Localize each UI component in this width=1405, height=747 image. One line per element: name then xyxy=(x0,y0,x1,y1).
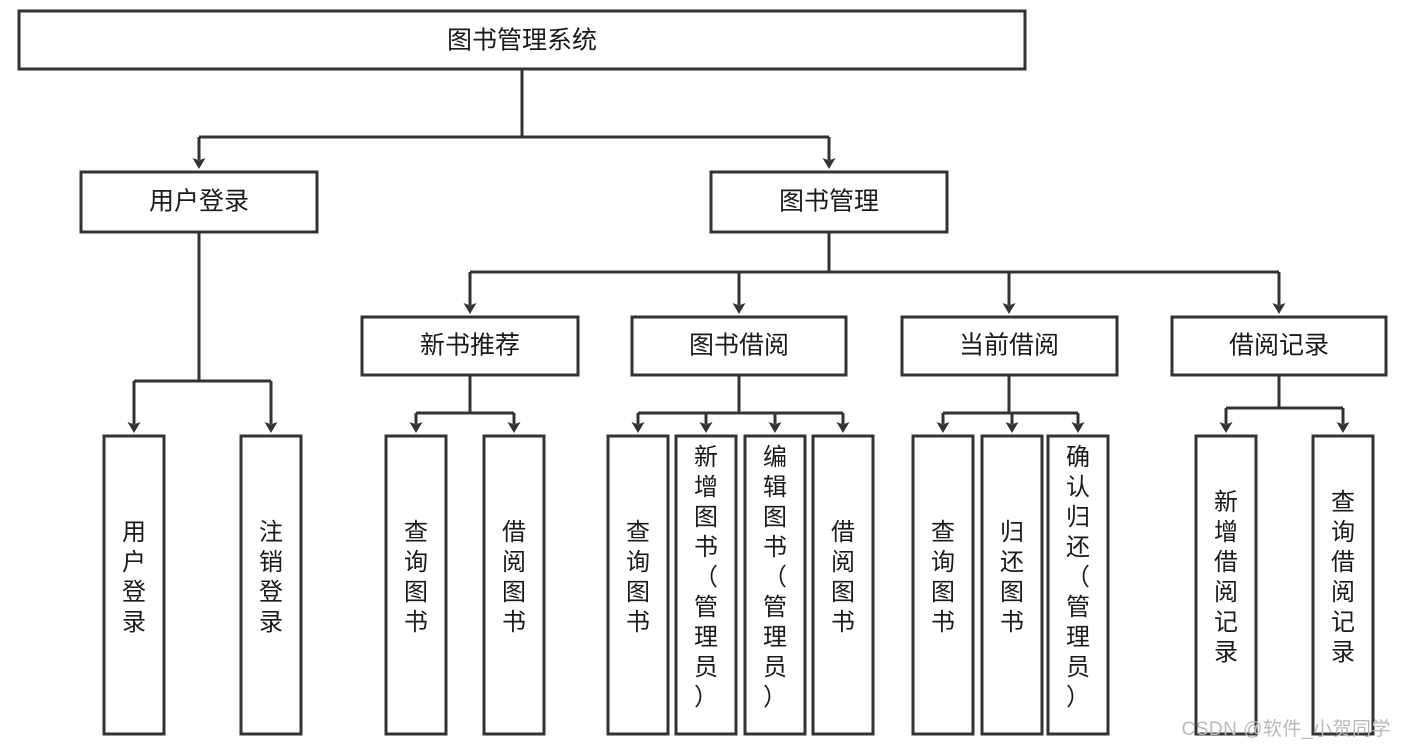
leaf-node-label: 新增图书（管理员） xyxy=(694,444,718,711)
node-root-box[interactable] xyxy=(17,9,1027,71)
node-current-borrow-label: 当前借阅 xyxy=(959,332,1059,360)
node-new-book-recommend-box[interactable] xyxy=(360,315,580,377)
connector-group-book-management xyxy=(463,232,1286,314)
leaf-node[interactable]: 归还图书 xyxy=(980,434,1044,736)
leaf-node[interactable]: 借阅图书 xyxy=(482,434,546,736)
connector-group-borrow-records xyxy=(1219,375,1350,433)
node-book-borrow-box[interactable] xyxy=(630,315,848,377)
node-book-management-box[interactable] xyxy=(709,170,949,234)
leaf-node-label: 查询图书 xyxy=(931,519,955,636)
leaf-node-box[interactable] xyxy=(1194,434,1258,736)
leaf-node-box[interactable] xyxy=(239,434,303,736)
leaf-node-box[interactable] xyxy=(384,434,448,736)
node-book-borrow-label: 图书借阅 xyxy=(689,332,789,360)
node-user-login-box[interactable] xyxy=(79,170,319,234)
leaf-node-label: 注销登录 xyxy=(259,519,283,636)
leaf-node-box[interactable] xyxy=(102,434,166,736)
node-borrow-records-label: 借阅记录 xyxy=(1229,332,1329,360)
leaf-node-label: 借阅图书 xyxy=(831,519,855,636)
leaf-node-box[interactable] xyxy=(674,434,738,736)
node-current-borrow-box[interactable] xyxy=(900,315,1119,377)
node-new-book-recommend-label: 新书推荐 xyxy=(420,332,520,360)
node-user-login-label: 用户登录 xyxy=(149,188,249,216)
connector-group-new-book-recommend xyxy=(409,375,521,433)
leaf-node-label: 编辑图书（管理员） xyxy=(763,444,787,711)
leaf-node-label: 确认归还（管理员） xyxy=(1066,444,1090,711)
node-new-book-recommend[interactable]: 新书推荐 xyxy=(360,315,580,377)
leaf-node[interactable]: 查询图书 xyxy=(606,434,670,736)
leaf-node-label: 用户登录 xyxy=(122,519,146,636)
watermark-label: CSDN @软件_小贺同学 xyxy=(1181,719,1391,740)
leaf-node[interactable]: 借阅图书 xyxy=(811,434,875,736)
leaf-node-layer: 用户登录 注销登录 查询图书 借阅图书 查询图书 新增图书（管理员） 编辑图书（管理员） 借阅… xyxy=(102,434,1375,736)
leaf-node[interactable]: 新增借阅记录 xyxy=(1194,434,1258,736)
connector-group-book-borrow xyxy=(631,375,850,433)
leaf-node-label: 查询图书 xyxy=(404,519,428,636)
leaf-node[interactable]: 编辑图书（管理员） xyxy=(743,434,807,736)
leaf-node-label: 查询图书 xyxy=(626,519,650,636)
leaf-node-box[interactable] xyxy=(606,434,670,736)
leaf-node-box[interactable] xyxy=(743,434,807,736)
node-root-label: 图书管理系统 xyxy=(447,27,597,55)
leaf-node-label: 归还图书 xyxy=(1000,519,1024,636)
leaf-node[interactable]: 注销登录 xyxy=(239,434,303,736)
node-current-borrow[interactable]: 当前借阅 xyxy=(900,315,1119,377)
connector-group-current-borrow xyxy=(936,375,1085,433)
leaf-node-label: 查询借阅记录 xyxy=(1331,489,1355,666)
leaf-node[interactable]: 查询图书 xyxy=(911,434,975,736)
node-book-management-label: 图书管理 xyxy=(779,188,879,216)
leaf-node[interactable]: 新增图书（管理员） xyxy=(674,434,738,736)
leaf-node-label: 借阅图书 xyxy=(502,519,526,636)
leaf-node-box[interactable] xyxy=(1311,434,1375,736)
node-borrow-records-box[interactable] xyxy=(1170,315,1388,377)
leaf-node-box[interactable] xyxy=(911,434,975,736)
leaf-node-box[interactable] xyxy=(1046,434,1110,736)
node-book-management[interactable]: 图书管理 xyxy=(709,170,949,234)
node-book-borrow[interactable]: 图书借阅 xyxy=(630,315,848,377)
connector-group-user-login xyxy=(127,232,278,433)
leaf-node-box[interactable] xyxy=(980,434,1044,736)
leaf-node[interactable]: 查询借阅记录 xyxy=(1311,434,1375,736)
leaf-node-box[interactable] xyxy=(811,434,875,736)
leaf-node[interactable]: 查询图书 xyxy=(384,434,448,736)
connector-group-root xyxy=(192,69,836,169)
leaf-node[interactable]: 用户登录 xyxy=(102,434,166,736)
leaf-node-label: 新增借阅记录 xyxy=(1214,489,1238,666)
leaf-node[interactable]: 确认归还（管理员） xyxy=(1046,434,1110,736)
node-root[interactable]: 图书管理系统 xyxy=(17,9,1027,71)
node-borrow-records[interactable]: 借阅记录 xyxy=(1170,315,1388,377)
leaf-node-box[interactable] xyxy=(482,434,546,736)
node-user-login[interactable]: 用户登录 xyxy=(79,170,319,234)
